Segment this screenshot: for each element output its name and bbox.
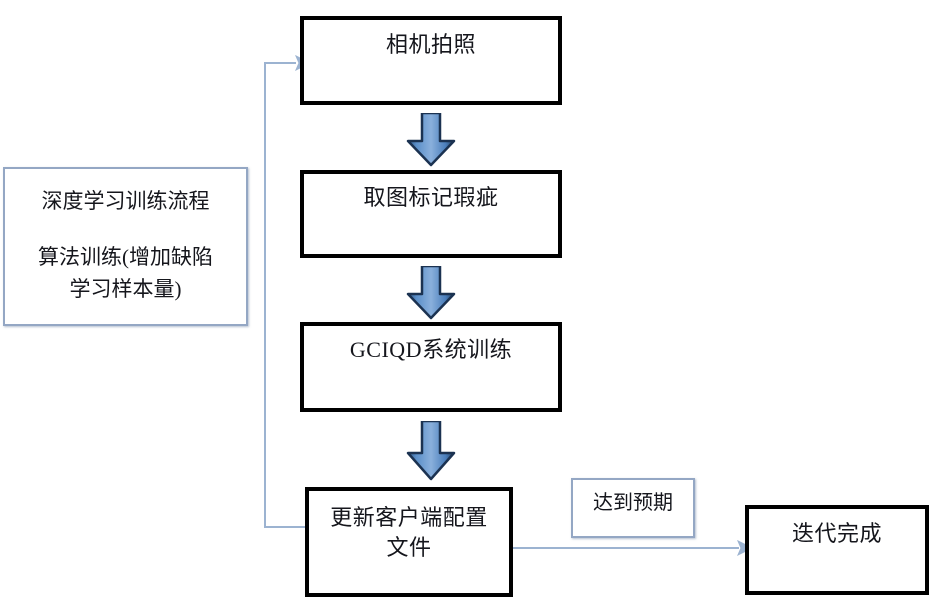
edge-label-expect-text: 达到预期	[593, 492, 673, 514]
node-update[interactable]: 更新客户端配置 文件	[305, 487, 513, 597]
side-note-panel: 深度学习训练流程 算法训练(增加缺陷 学习样本量)	[3, 167, 248, 326]
side-note-line-2: 算法训练(增加缺陷	[38, 245, 213, 269]
node-mark-label: 取图标记瑕疵	[363, 185, 499, 210]
node-mark[interactable]: 取图标记瑕疵	[300, 170, 562, 258]
arrow-camera-to-mark	[406, 113, 456, 167]
side-note-line-1: 深度学习训练流程	[41, 189, 210, 213]
arrow-mark-to-train	[406, 266, 456, 320]
node-camera-label: 相机拍照	[385, 32, 476, 57]
node-done[interactable]: 迭代完成	[745, 505, 929, 595]
node-done-label: 迭代完成	[791, 521, 882, 546]
side-note-line-3: 学习样本量)	[69, 277, 182, 301]
node-train[interactable]: GCIQD系统训练	[300, 322, 562, 412]
node-camera[interactable]: 相机拍照	[300, 16, 562, 105]
node-train-label: GCIQD系统训练	[349, 337, 513, 362]
edge-label-expect: 达到预期	[571, 478, 695, 538]
arrow-train-to-update	[406, 421, 456, 481]
node-update-label: 更新客户端配置 文件	[330, 505, 488, 560]
